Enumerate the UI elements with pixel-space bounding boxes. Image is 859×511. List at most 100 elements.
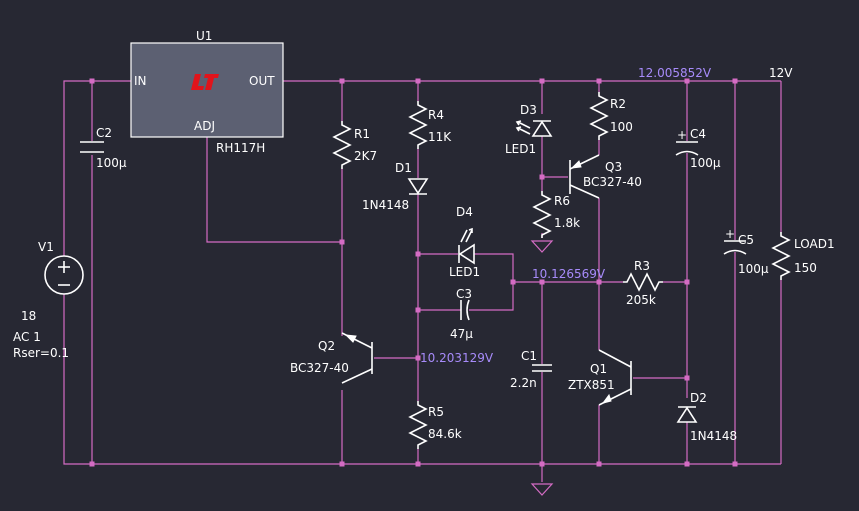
- c3-value: 47µ: [450, 327, 473, 341]
- r5-resistor[interactable]: R5 84.6k: [408, 401, 462, 449]
- wires: [63, 80, 782, 482]
- junction-dot: [684, 461, 690, 467]
- d3-led[interactable]: D3 LED1: [505, 103, 553, 156]
- c1-ref: C1: [521, 349, 537, 363]
- junction-dot: [339, 78, 345, 84]
- r4-ref: R4: [428, 108, 444, 122]
- r1-resistor[interactable]: R1 2K7: [332, 121, 377, 169]
- junction-dot: [539, 461, 545, 467]
- q3-transistor[interactable]: Q3 BC327-40: [569, 154, 642, 199]
- d2-diode[interactable]: D2 1N4148: [676, 391, 737, 443]
- u1-regulator[interactable]: U1 IN OUT ADJ RH117H: [130, 29, 284, 155]
- linear-tech-logo-icon: [191, 74, 219, 90]
- c5-polarity: +: [725, 227, 735, 241]
- c4-ref: C4: [690, 127, 706, 141]
- d1-value: 1N4148: [362, 198, 409, 212]
- c3-ref: C3: [456, 287, 472, 301]
- v1-voltage-source[interactable]: V1 18 AC 1 Rser=0.1: [13, 240, 84, 360]
- c4-value: 100µ: [690, 156, 721, 170]
- junction-dot: [732, 461, 738, 467]
- d1-ref: D1: [395, 161, 412, 175]
- led-light-arrows-icon: [515, 120, 531, 135]
- junction-dot: [732, 78, 738, 84]
- junction-dot: [684, 78, 690, 84]
- r6-ref: R6: [554, 194, 570, 208]
- node-voltage-out: 12.005852V: [638, 66, 712, 80]
- u1-pin-out: OUT: [249, 74, 275, 88]
- r1-value: 2K7: [354, 149, 377, 163]
- node-voltage-mid: 10.126569V: [532, 267, 606, 281]
- r2-value: 100: [610, 120, 633, 134]
- q1-ref: Q1: [590, 362, 607, 376]
- junction-dot: [539, 279, 545, 285]
- junction-dot: [596, 461, 602, 467]
- c4-polarity: +: [677, 128, 687, 142]
- v1-symbol: [44, 255, 84, 295]
- r2-resistor[interactable]: R2 100: [589, 92, 633, 140]
- junction-dot: [89, 78, 95, 84]
- q3-value: BC327-40: [583, 175, 642, 189]
- v1-value: 18: [21, 309, 36, 323]
- r6-value: 1.8k: [554, 216, 580, 230]
- r6-resistor[interactable]: R6 1.8k: [530, 191, 580, 253]
- v1-ref: V1: [38, 240, 54, 254]
- junction-dot: [510, 279, 516, 285]
- net-label-12v: 12V: [769, 66, 793, 80]
- junction-dot: [339, 239, 345, 245]
- ground-icon: [530, 483, 554, 496]
- u1-part: RH117H: [216, 141, 265, 155]
- c3-capacitor[interactable]: C3 47µ: [450, 287, 473, 341]
- q2-transistor[interactable]: Q2 BC327-40: [290, 332, 373, 384]
- q1-value: ZTX851: [568, 378, 615, 392]
- r4-resistor[interactable]: R4 11K: [408, 101, 452, 149]
- node-voltage-q2-emitter: 10.203129V: [420, 351, 494, 365]
- junction-dot: [339, 461, 345, 467]
- junction-dot: [596, 279, 602, 285]
- junctions: [89, 78, 738, 467]
- r3-value: 205k: [626, 293, 656, 307]
- r3-ref: R3: [634, 259, 650, 273]
- r5-value: 84.6k: [428, 427, 462, 441]
- c2-capacitor[interactable]: C2 100µ: [80, 126, 127, 170]
- d4-led[interactable]: D4 LED1: [449, 205, 480, 279]
- led-light-arrows-icon: [460, 227, 473, 243]
- d2-value: 1N4148: [690, 429, 737, 443]
- q1-transistor[interactable]: Q1 ZTX851: [568, 349, 632, 406]
- junction-dot: [684, 375, 690, 381]
- r5-ref: R5: [428, 405, 444, 419]
- junction-dot: [89, 461, 95, 467]
- d4-ref: D4: [456, 205, 473, 219]
- load1-resistor[interactable]: LOAD1 150: [771, 232, 835, 280]
- q3-ref: Q3: [605, 160, 622, 174]
- ground-icon: [530, 240, 554, 253]
- junction-dot: [415, 355, 421, 361]
- q2-value: BC327-40: [290, 361, 349, 375]
- q2-ref: Q2: [318, 339, 335, 353]
- d3-value: LED1: [505, 142, 536, 156]
- c2-value: 100µ: [96, 156, 127, 170]
- c5-ref: C5: [738, 233, 754, 247]
- u1-ref: U1: [196, 29, 212, 43]
- r2-ref: R2: [610, 97, 626, 111]
- d1-diode[interactable]: D1 1N4148: [362, 161, 429, 212]
- junction-dot: [415, 461, 421, 467]
- r4-value: 11K: [428, 130, 452, 144]
- v1-rser: Rser=0.1: [13, 346, 69, 360]
- junction-dot: [415, 251, 421, 257]
- c5-value: 100µ: [738, 262, 769, 276]
- load1-value: 150: [794, 261, 817, 275]
- c5-capacitor[interactable]: + C5 100µ: [723, 227, 769, 276]
- c1-value: 2.2n: [510, 376, 537, 390]
- r1-ref: R1: [354, 127, 370, 141]
- junction-dot: [415, 307, 421, 313]
- junction-dot: [539, 174, 545, 180]
- r3-resistor[interactable]: R3 205k: [623, 259, 663, 307]
- d4-value: LED1: [449, 265, 480, 279]
- c1-capacitor[interactable]: C1 2.2n: [510, 349, 554, 496]
- d2-ref: D2: [690, 391, 707, 405]
- c4-capacitor[interactable]: + C4 100µ: [675, 127, 721, 170]
- junction-dot: [596, 78, 602, 84]
- junction-dot: [415, 78, 421, 84]
- u1-pin-adj: ADJ: [194, 119, 215, 133]
